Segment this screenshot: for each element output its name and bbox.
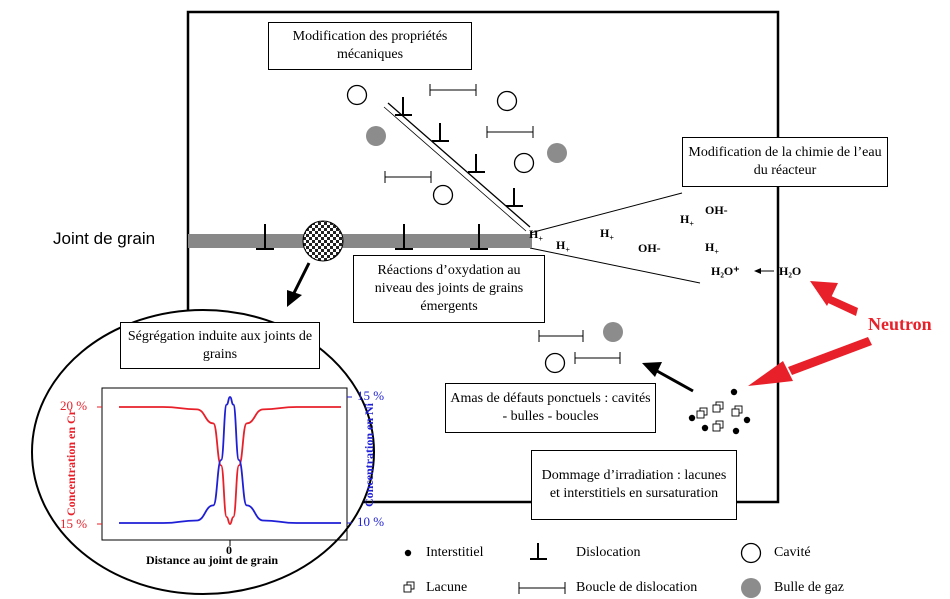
dislocation-icon bbox=[432, 123, 449, 142]
dislocation-icon bbox=[470, 224, 488, 250]
right-tick-top: 15 % bbox=[357, 388, 385, 403]
crack-line-bottom bbox=[529, 247, 701, 284]
mech-props-label: Modification des propriétés mécaniques bbox=[292, 29, 448, 62]
irradiation-damage-label: Dommage d’irradiation : lacunes et inter… bbox=[541, 468, 727, 501]
cavity-icon bbox=[432, 184, 454, 206]
interstitial-icon bbox=[701, 424, 709, 432]
vacancy-icon bbox=[696, 407, 708, 419]
dislocation-loop-icon bbox=[384, 171, 432, 183]
cavity-icon bbox=[544, 352, 566, 374]
grain-frame bbox=[186, 10, 780, 504]
dislocation-loop-icon bbox=[538, 330, 584, 342]
neutron-arrow-lower bbox=[748, 337, 872, 386]
dislocation-loop-icon bbox=[486, 126, 534, 138]
interstitial-icon bbox=[732, 427, 740, 435]
ylabel-right: Concentration en Ni bbox=[362, 402, 376, 507]
chem-oh: OH- bbox=[638, 241, 661, 255]
ylabel-left: Concentration en Cr bbox=[64, 409, 78, 516]
mech-props-box: Modification des propriétés mécaniques bbox=[268, 22, 472, 70]
series-cr-line bbox=[118, 406, 341, 525]
chem-h2o: H₂O bbox=[779, 264, 802, 278]
cavity-icon bbox=[346, 84, 368, 106]
crack-line-top bbox=[529, 192, 683, 234]
arrow-h2o bbox=[754, 268, 774, 274]
cavity-icon bbox=[513, 152, 535, 174]
arrow-to-defects bbox=[642, 362, 694, 393]
neutron-arrow-upper bbox=[810, 281, 858, 316]
dislocation-icon bbox=[530, 543, 547, 560]
gas-bubble-icon bbox=[547, 143, 567, 163]
dislocation-icon bbox=[468, 154, 485, 173]
legend-vacancy: Lacune bbox=[426, 580, 468, 595]
gas-bubble-icon bbox=[603, 322, 623, 342]
dislocation-loop-icon bbox=[518, 582, 566, 594]
water-chem-box: Modification de la chimie de l’eau du ré… bbox=[682, 137, 888, 187]
vacancy-icon bbox=[712, 420, 724, 432]
segregation-box: Ségrégation induite aux joints de grains bbox=[120, 322, 320, 369]
xlabel: Distance au joint de grain bbox=[146, 553, 278, 567]
point-defect-cluster bbox=[688, 388, 751, 435]
legend-gas-bubble: Bulle de gaz bbox=[774, 580, 844, 595]
legend-dislocation-loop: Boucle de dislocation bbox=[576, 580, 698, 595]
water-chem-label: Modification de la chimie de l’eau du ré… bbox=[688, 145, 882, 178]
segregation-label: Ségrégation induite aux joints de grains bbox=[127, 328, 313, 362]
legend-cavity: Cavité bbox=[774, 545, 811, 560]
irradiation-damage-box: Dommage d’irradiation : lacunes et inter… bbox=[531, 450, 737, 520]
vacancy-icon bbox=[712, 401, 724, 413]
left-tick-top: 20 % bbox=[60, 398, 88, 413]
legend-dislocation: Dislocation bbox=[576, 545, 641, 560]
dislocation-icon bbox=[395, 97, 412, 116]
oxidation-label: Réactions d’oxydation au niveau des join… bbox=[374, 263, 524, 314]
defect-clusters-label: Amas de défauts ponctuels : cavités - bu… bbox=[450, 391, 651, 424]
cavity-icon bbox=[496, 90, 518, 112]
arrow-to-segregation bbox=[287, 262, 311, 307]
left-tick-bottom: 15 % bbox=[60, 516, 88, 531]
inclined-boundary bbox=[387, 102, 531, 228]
interstitial-icon bbox=[730, 388, 738, 396]
dislocation-loop-icon bbox=[574, 352, 621, 364]
chem-h: H+ bbox=[556, 238, 570, 255]
gas-bubble-icon bbox=[741, 578, 761, 598]
precipitate-icon bbox=[302, 220, 344, 262]
vacancy-icon bbox=[731, 405, 743, 417]
x-tick-zero: 0 bbox=[226, 543, 232, 557]
cavity-icon bbox=[740, 542, 762, 564]
chem-h: H+ bbox=[529, 227, 543, 244]
chem-h: H+ bbox=[705, 240, 719, 257]
chem-h: H+ bbox=[680, 212, 694, 229]
defect-clusters-box: Amas de défauts ponctuels : cavités - bu… bbox=[445, 383, 656, 433]
legend-interstitial: Interstitiel bbox=[426, 545, 484, 560]
chem-h2o-radical: H₂O⁺ bbox=[711, 264, 740, 278]
dislocation-icon bbox=[395, 224, 413, 250]
right-tick-bottom: 10 % bbox=[357, 514, 385, 529]
dislocation-loop-icon bbox=[429, 84, 477, 96]
neutron-label: Neutron bbox=[868, 314, 932, 334]
interstitial-icon bbox=[688, 414, 696, 422]
series-ni-line bbox=[118, 396, 341, 524]
chem-h: H+ bbox=[600, 226, 614, 243]
dislocation-icon bbox=[506, 188, 523, 207]
plot-frame bbox=[101, 387, 348, 541]
grain-boundary-bar bbox=[188, 234, 532, 248]
gas-bubble-icon bbox=[366, 126, 386, 146]
chem-oh: OH- bbox=[705, 203, 728, 217]
vacancy-icon bbox=[403, 581, 415, 593]
dislocation-icon bbox=[256, 224, 274, 250]
grain-boundary-label: Joint de grain bbox=[53, 229, 156, 248]
interstitial-icon bbox=[743, 416, 751, 424]
oxidation-box: Réactions d’oxydation au niveau des join… bbox=[353, 255, 545, 323]
interstitial-icon bbox=[404, 549, 412, 557]
legend-icons bbox=[403, 542, 762, 598]
